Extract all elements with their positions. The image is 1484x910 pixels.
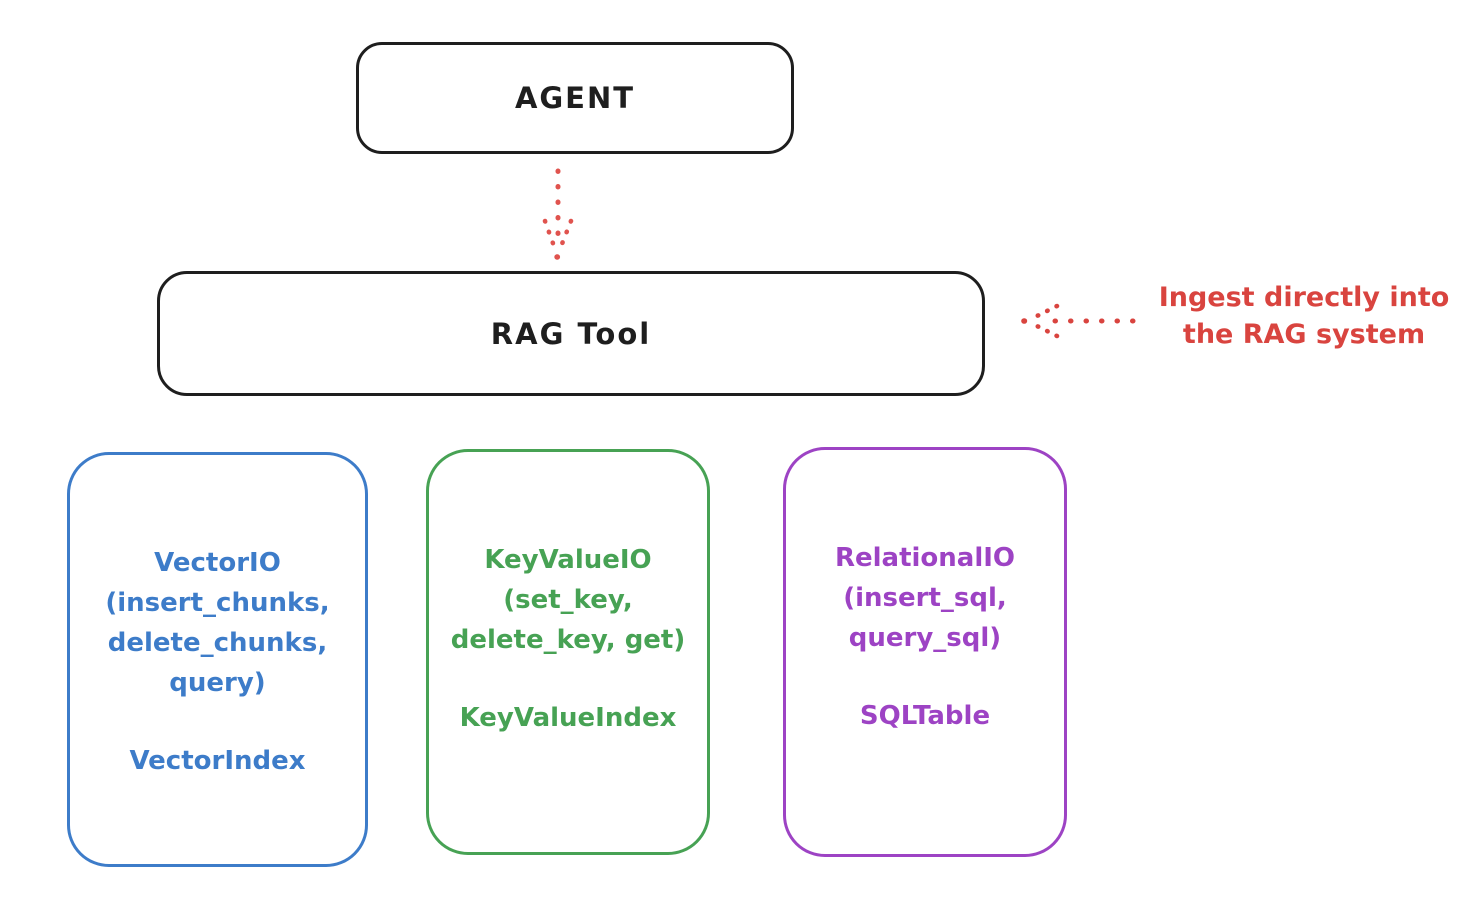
- agent-label: AGENT: [514, 81, 636, 115]
- rag-tool-label: RAG Tool: [490, 316, 652, 351]
- vector-io-methods-line1: (insert_chunks,: [105, 588, 330, 618]
- arrow-head-right: [557, 218, 574, 252]
- vector-io-title: VectorIO: [154, 548, 281, 578]
- relational-io-methods-line1: (insert_sql,: [843, 583, 1007, 613]
- agent-box: AGENT: [356, 42, 794, 154]
- vector-io-box: VectorIO (insert_chunks, delete_chunks, …: [67, 452, 368, 867]
- sql-table-label: SQLTable: [859, 701, 991, 731]
- arrow-head-top: [1028, 303, 1060, 322]
- keyvalue-io-methods-line2: delete_key, get): [450, 625, 686, 655]
- rag-tool-box: RAG Tool: [157, 271, 985, 396]
- ingest-annotation: Ingest directly into the RAG system: [1138, 279, 1470, 353]
- vector-index-label: VectorIndex: [129, 746, 306, 776]
- keyvalue-io-box: KeyValueIO (set_key, delete_key, get) Ke…: [426, 449, 710, 855]
- keyvalue-index-label: KeyValueIndex: [459, 703, 677, 733]
- relational-io-title: RelationalIO: [834, 543, 1016, 573]
- ingest-annotation-line2: the RAG system: [1182, 319, 1426, 350]
- keyvalue-io-title: KeyValueIO: [484, 545, 652, 575]
- ingest-annotation-line1: Ingest directly into: [1158, 282, 1450, 313]
- relational-io-box: RelationalIO (insert_sql, query_sql) SQL…: [783, 447, 1067, 857]
- arrow-head-bottom: [1028, 320, 1060, 339]
- keyvalue-io-methods-line1: (set_key,: [503, 585, 633, 615]
- vector-io-methods-line2: delete_chunks,: [107, 628, 328, 658]
- arrow-head-left: [542, 218, 558, 252]
- agent-to-rag-tool-arrow: [542, 168, 574, 260]
- ingest-arrow: [1021, 303, 1136, 339]
- vector-io-methods-line3: query): [169, 668, 266, 698]
- relational-io-methods-line2: query_sql): [848, 623, 1002, 653]
